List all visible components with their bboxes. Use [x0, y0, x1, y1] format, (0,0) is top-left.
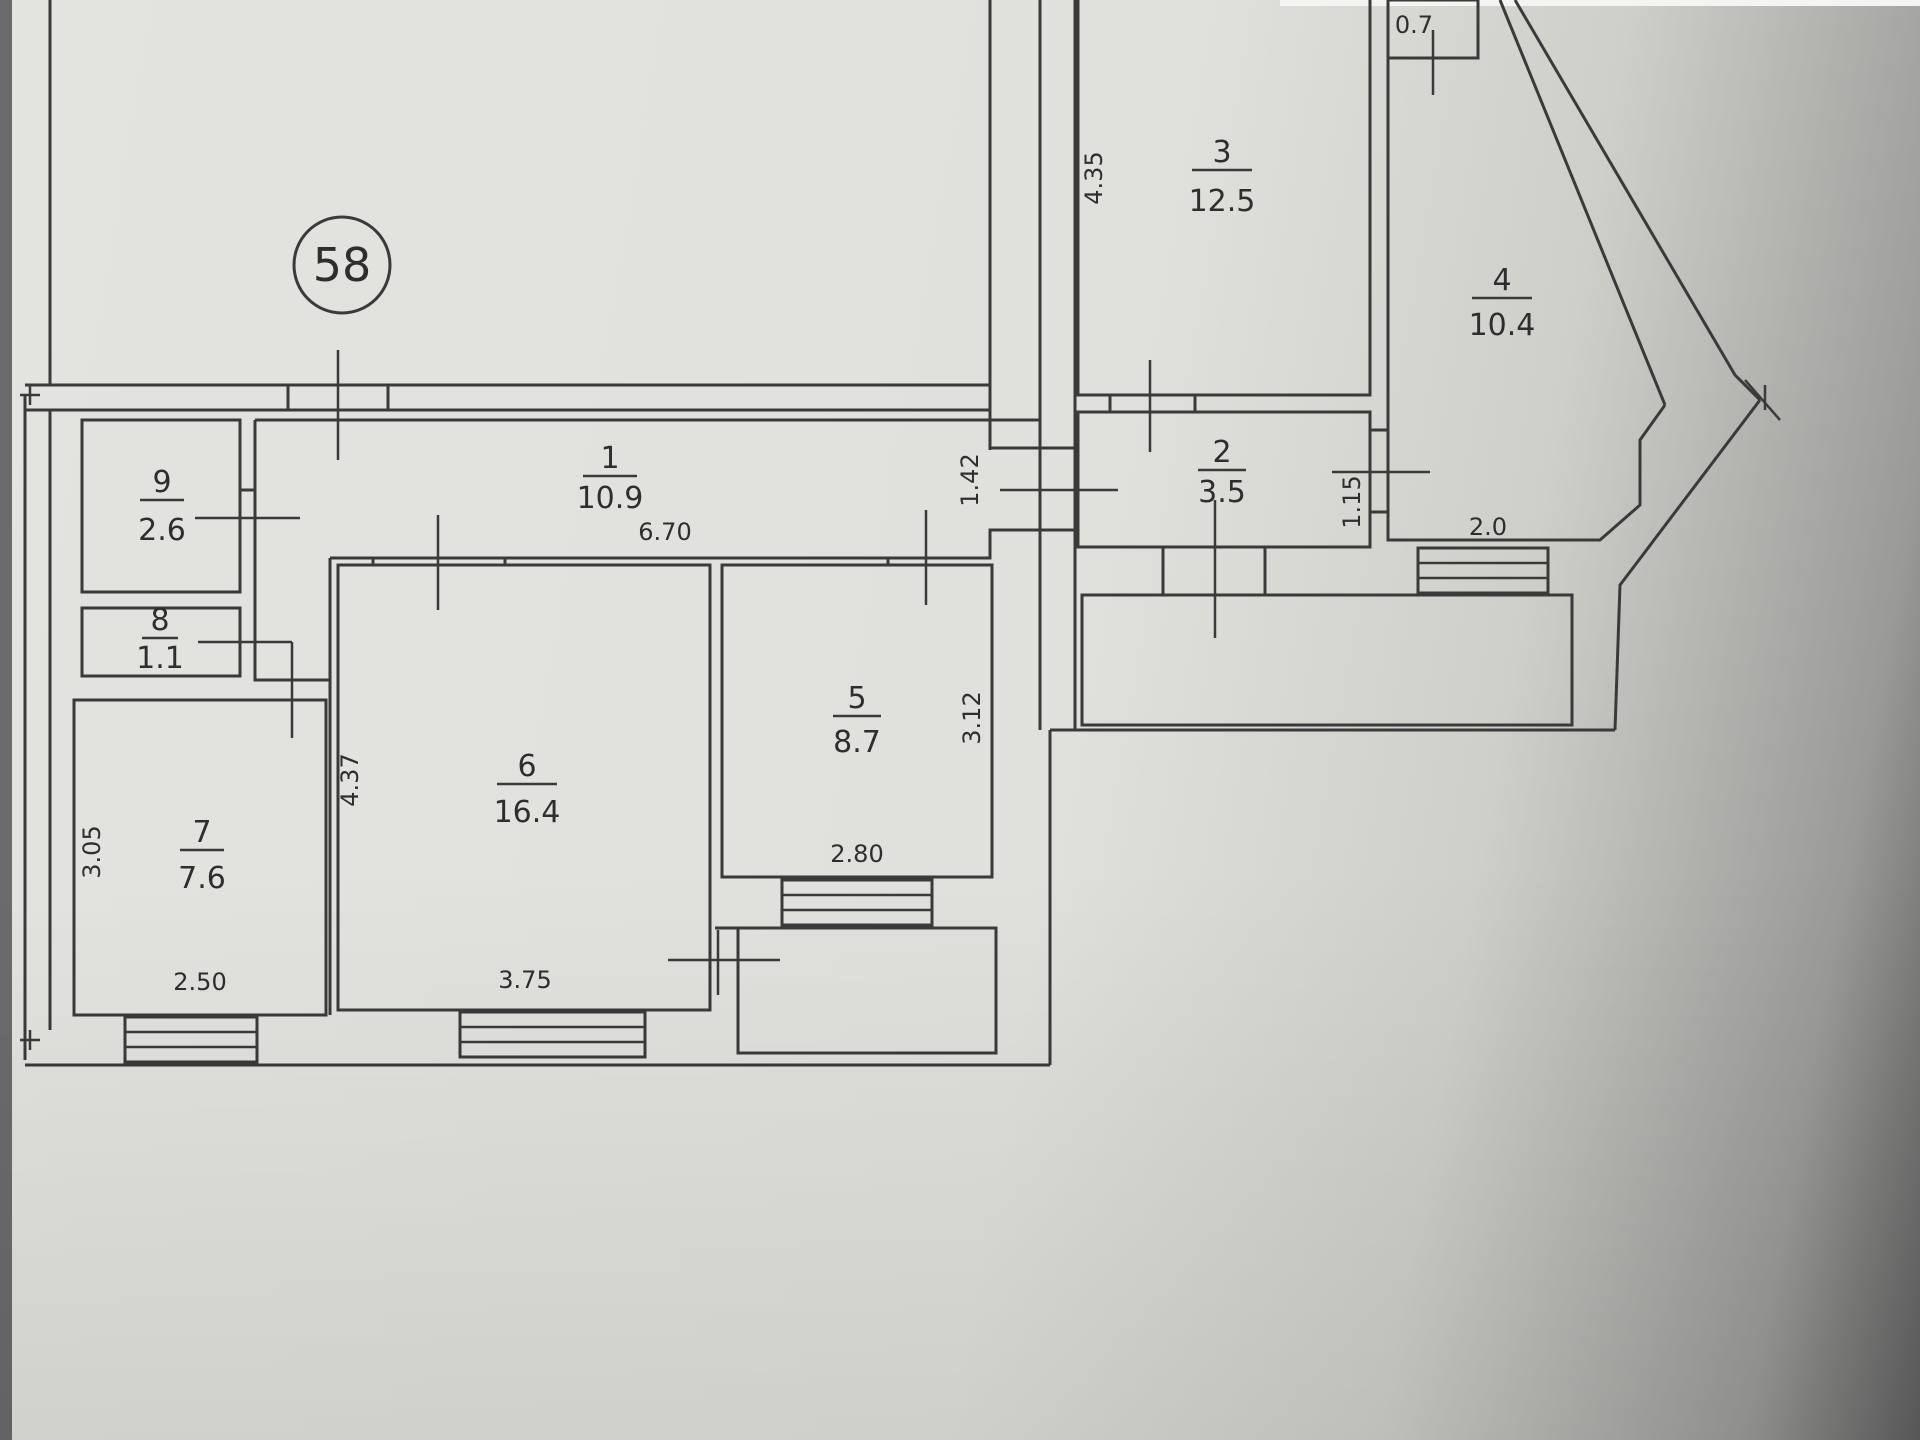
room-number: 7 — [192, 815, 211, 850]
dimension-label: 2.80 — [830, 840, 883, 868]
room-number: 2 — [1212, 435, 1231, 470]
upper-room-outline — [48, 0, 992, 387]
dimension-label: 1.42 — [956, 453, 984, 506]
room-area: 3.5 — [1198, 475, 1246, 510]
room-7 — [72, 698, 328, 1017]
dimension-label: 2.50 — [173, 968, 226, 996]
room-2 — [1076, 410, 1372, 549]
dimension-label: 1.15 — [1338, 475, 1366, 528]
dimension-label: 2.0 — [1469, 513, 1507, 541]
window — [780, 878, 934, 927]
loggia — [1080, 593, 1574, 727]
room-area: 7.6 — [178, 861, 226, 896]
room-number: 9 — [152, 465, 171, 500]
break-mark — [20, 1030, 40, 1050]
dimension-label: 4.35 — [1080, 151, 1108, 204]
room-area: 10.4 — [1469, 308, 1536, 343]
room-5 — [720, 563, 994, 879]
room-label-4: 4 10.4 — [1469, 263, 1536, 343]
top-strip — [1280, 0, 1920, 6]
window — [458, 1010, 647, 1059]
dimension-label: 3.05 — [78, 825, 106, 878]
room-6 — [336, 563, 712, 1012]
outer-wall-diagonal — [1513, 0, 1762, 402]
room-number: 4 — [1492, 263, 1511, 298]
room-area: 12.5 — [1189, 184, 1256, 219]
dimension-label: 3.75 — [498, 966, 551, 994]
dimension-label: 3.12 — [958, 691, 986, 744]
room-number: 1 — [600, 441, 619, 476]
room-number: 5 — [847, 681, 866, 716]
window — [123, 1015, 259, 1064]
room-label-1: 1 10.9 — [577, 441, 644, 516]
balcony — [736, 926, 998, 1055]
room-label-7: 7 7.6 — [178, 815, 226, 896]
room-number: 3 — [1212, 135, 1231, 170]
dimension-label: 0.7 — [1395, 11, 1433, 39]
room-number: 6 — [517, 749, 536, 784]
room-label-2: 2 3.5 — [1198, 435, 1246, 510]
room-area: 16.4 — [494, 795, 561, 830]
room-4-diagonal — [1498, 0, 1667, 406]
page-edge — [0, 0, 12, 1440]
room-label-5: 5 8.7 — [833, 681, 881, 760]
apartment-number-circle — [292, 215, 392, 315]
outer-wall-diagonal — [1613, 399, 1762, 731]
room-label-8: 8 1.1 — [136, 603, 184, 676]
apartment-number: 58 — [313, 238, 372, 292]
room-label-3: 3 12.5 — [1189, 135, 1256, 219]
room-4 — [1386, 0, 1667, 542]
room-3 — [1076, 0, 1372, 397]
room-label-6: 6 16.4 — [494, 749, 561, 830]
dimension-label: 4.37 — [336, 753, 364, 806]
room-label-9: 9 2.6 — [138, 465, 186, 548]
hall-bottom — [330, 528, 1075, 560]
room-9 — [80, 418, 242, 594]
room-number: 8 — [150, 603, 169, 638]
room-area: 2.6 — [138, 513, 186, 548]
room-area: 8.7 — [833, 725, 881, 760]
break-mark — [1744, 379, 1781, 421]
break-mark — [20, 385, 40, 405]
dimension-label: 6.70 — [638, 518, 691, 546]
window — [1416, 546, 1550, 595]
room-area: 1.1 — [136, 641, 184, 676]
room-area: 10.9 — [577, 481, 644, 516]
